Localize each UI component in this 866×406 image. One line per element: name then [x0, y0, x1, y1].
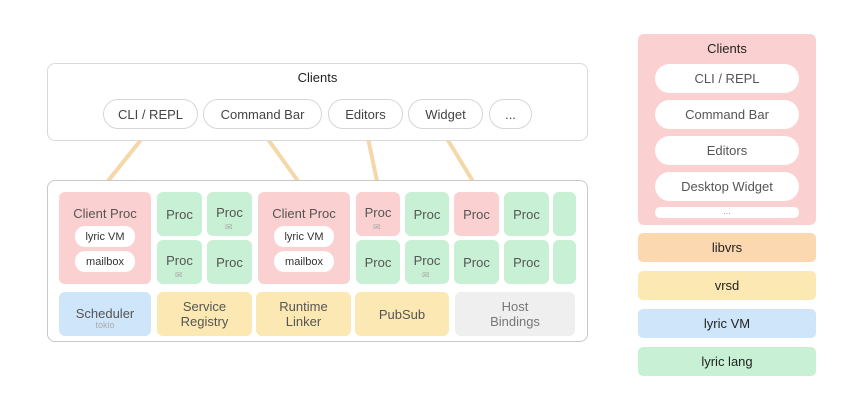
client-editors: Editors: [328, 99, 403, 129]
proc-cell: Proc: [157, 240, 202, 284]
layer-lyric-lang: lyric lang: [638, 347, 816, 376]
layer-lyric-vm: lyric VM: [638, 309, 816, 338]
stack-client-cli-repl: CLI / REPL: [655, 64, 799, 93]
client-proc-2-label: Client Proc: [272, 206, 336, 221]
stack-client-editors: Editors: [655, 136, 799, 165]
envelope-icon: ✉: [225, 222, 233, 232]
client-proc-1-label: Client Proc: [73, 206, 137, 221]
scheduler: [59, 292, 151, 336]
envelope-icon: ✉: [175, 270, 183, 280]
stack-client-command-bar: Command Bar: [655, 100, 799, 129]
proc-cell: Proc: [405, 192, 449, 236]
connector-editors: [366, 136, 380, 188]
pubsub: PubSub: [355, 292, 449, 336]
client-cli-repl: CLI / REPL: [103, 99, 198, 129]
connector-widget: [444, 135, 479, 190]
service-registry: Service Registry: [157, 292, 252, 336]
client-command-bar: Command Bar: [203, 99, 322, 129]
proc-cell-partial: [553, 240, 576, 284]
proc-cell: Proc: [356, 240, 400, 284]
host-bindings: Host Bindings: [455, 292, 575, 336]
proc-cell: Proc: [504, 192, 549, 236]
client-widget: Widget: [408, 99, 483, 129]
envelope-icon: ✉: [422, 270, 430, 280]
layer-libvrs: libvrs: [638, 233, 816, 262]
stack-clients-title: Clients: [707, 41, 747, 56]
proc-cell: Proc: [405, 240, 449, 284]
proc-cell: Proc: [207, 192, 252, 236]
stack-client-more: ...: [655, 207, 799, 218]
proc-cell: Proc: [157, 192, 202, 236]
layer-vrsd: vrsd: [638, 271, 816, 300]
scheduler-sublabel: tokio: [95, 320, 115, 330]
proc-cell: Proc: [454, 240, 499, 284]
proc-cell-partial: [553, 192, 576, 236]
client-proc-2-mailbox: mailbox: [274, 251, 334, 272]
proc-cell: Proc: [207, 240, 252, 284]
client-more: ...: [489, 99, 532, 129]
scheduler-label: Scheduler: [75, 306, 135, 321]
proc-cell-client: Proc: [356, 192, 400, 236]
proc-cell: Proc: [504, 240, 549, 284]
runtime-linker: Runtime Linker: [256, 292, 351, 336]
client-proc-2-vm: lyric VM: [274, 226, 334, 247]
client-proc-1-vm: lyric VM: [75, 226, 135, 247]
client-proc-1-mailbox: mailbox: [75, 251, 135, 272]
envelope-icon: ✉: [373, 222, 381, 232]
stack-client-desktop-widget: Desktop Widget: [655, 172, 799, 201]
proc-cell-client: Proc: [454, 192, 499, 236]
clients-title: Clients: [297, 70, 338, 85]
